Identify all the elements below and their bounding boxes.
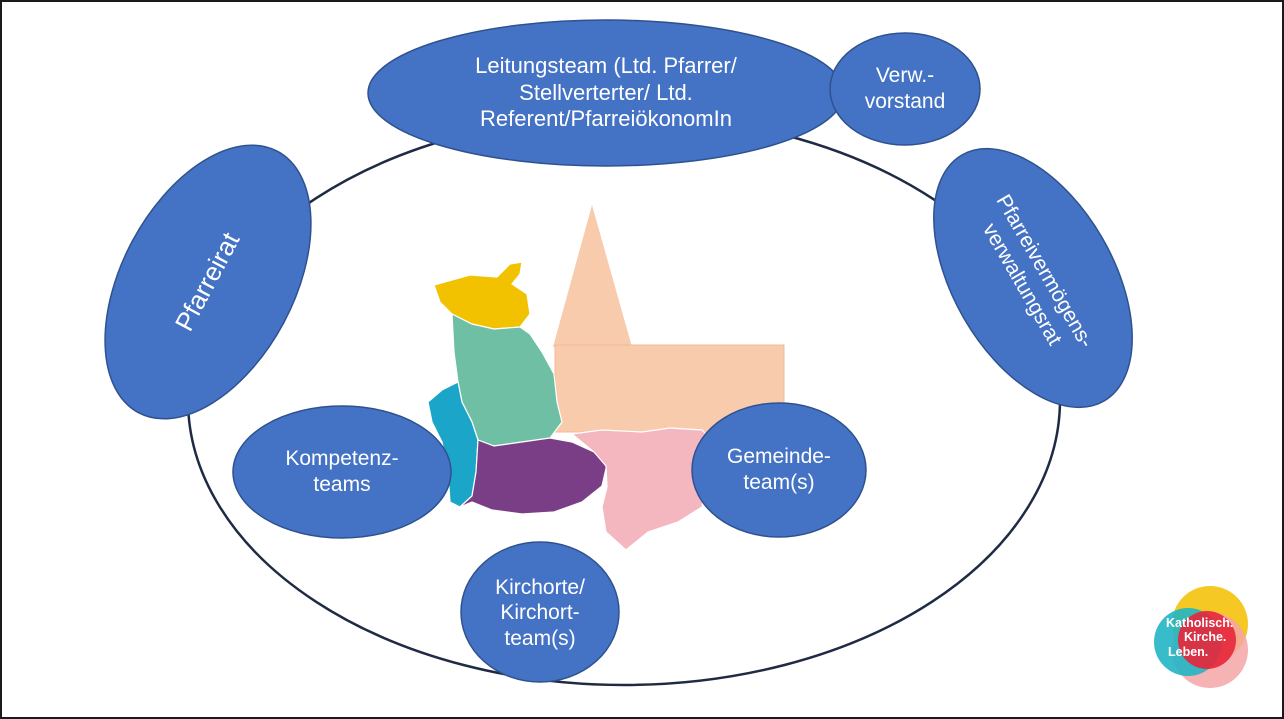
logo-text: Katholisch. Kirche. Leben. [1162,616,1248,659]
bubble-pfarreivermoegen [933,147,1133,409]
bubble-kirchorte [460,541,620,683]
logo-line-3: Leben. [1168,644,1209,659]
map-region-blue [427,381,479,508]
church-shape [553,205,785,433]
bubble-verwaltung [829,32,981,146]
church-spire [553,205,632,347]
logo-circle-red [1178,611,1236,669]
map-region-pink [570,427,715,551]
logo-mark [1154,586,1248,688]
bubble-kompetenzteams [232,405,452,539]
bubble-gemeindeteams [691,402,867,538]
parish-map [427,261,715,551]
logo-line-2: Kirche. [1184,630,1227,645]
map-region-purple [459,437,608,515]
logo-line-1: Katholisch. [1166,616,1234,630]
map-region-yellow [433,261,531,330]
bubble-pfarreirat [104,144,312,420]
bubble-leitungsteam [367,19,845,167]
